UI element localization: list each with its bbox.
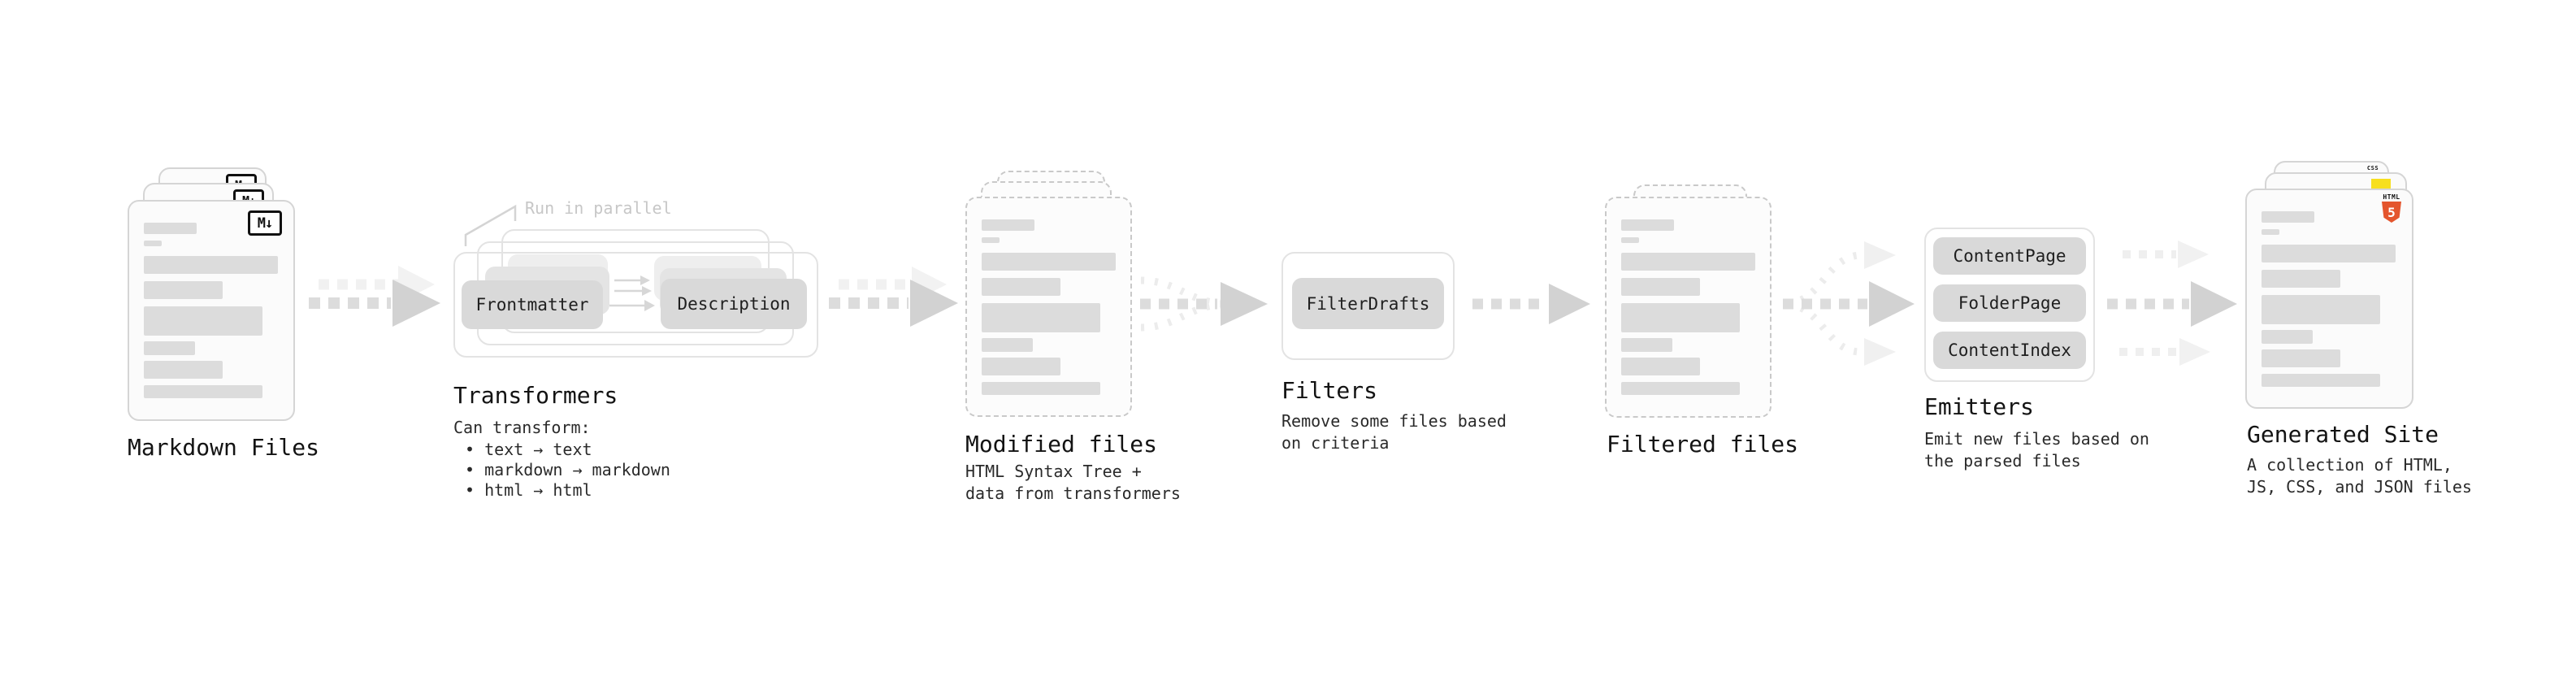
arrow-filtered-to-emitters [1783, 241, 1915, 366]
placeholder-bar [144, 281, 223, 299]
markdown-icon: M↓ [248, 210, 282, 236]
emitters-label: Emitters [1924, 393, 2034, 420]
emitters-frame [1924, 228, 2095, 382]
arrow-modified-to-filters [1140, 276, 1268, 332]
run-in-parallel-note: Run in parallel [525, 198, 672, 218]
emitter-node-folderpage: FolderPage [1933, 284, 2086, 322]
placeholder-bar [982, 358, 1060, 375]
emitters-description-line: Emit new files based on [1924, 429, 2149, 449]
placeholder-bar [2262, 295, 2380, 324]
transformer-node-description: Description [661, 279, 807, 329]
placeholder-bar [1621, 219, 1674, 231]
placeholder-bar [982, 382, 1100, 395]
placeholder-bar [1621, 303, 1740, 332]
placeholder-bar [2262, 330, 2313, 344]
modified-files-description-line: HTML Syntax Tree + [965, 462, 1142, 481]
placeholder-bar [1621, 253, 1755, 271]
modified-files-label: Modified files [965, 431, 1158, 458]
arrow-emitters-to-generated [2107, 241, 2237, 366]
filtered-files-label: Filtered files [1607, 431, 1799, 458]
placeholder-bar [2262, 229, 2279, 235]
transformers-label: Transformers [453, 382, 618, 409]
placeholder-bar [982, 278, 1060, 296]
placeholder-bar [1621, 382, 1740, 395]
document-text-placeholder [144, 223, 278, 398]
generated-site-label: Generated Site [2247, 421, 2439, 448]
filter-node-filterdrafts: FilterDrafts [1292, 278, 1444, 329]
document-text-placeholder [2262, 211, 2396, 387]
arrow-filters-to-filtered [1472, 284, 1590, 324]
document-text-placeholder [982, 219, 1116, 395]
placeholder-bar [1621, 338, 1672, 352]
emitter-node-contentindex: ContentIndex [1933, 332, 2086, 369]
placeholder-bar [982, 338, 1033, 352]
placeholder-bar [2262, 245, 2396, 262]
filters-label: Filters [1281, 377, 1378, 404]
placeholder-bar [144, 223, 197, 234]
transformers-description-title: Can transform: [453, 418, 591, 437]
placeholder-bar [2262, 270, 2340, 288]
placeholder-bar [1621, 278, 1700, 296]
markdown-file-card-front: M↓ [128, 200, 295, 421]
markdown-files-label: Markdown Files [128, 434, 320, 461]
transformer-frame-front [453, 252, 818, 358]
transform-bullet: • text → text [465, 440, 592, 459]
placeholder-bar [144, 306, 262, 336]
generated-site-description-line: JS, CSS, and JSON files [2247, 477, 2472, 497]
modified-file-card-front [965, 197, 1132, 417]
filters-description-line: Remove some files based [1281, 411, 1507, 431]
arrow-markdown-to-transformers [309, 266, 440, 327]
filters-description-line: on criteria [1281, 433, 1390, 453]
placeholder-bar [982, 303, 1100, 332]
placeholder-bar [982, 237, 1000, 243]
placeholder-bar [2262, 211, 2314, 223]
document-text-placeholder [1621, 219, 1755, 395]
placeholder-bar [144, 341, 195, 355]
placeholder-bar [144, 361, 223, 379]
js-file-icon [2371, 179, 2391, 189]
placeholder-bar [1621, 358, 1700, 375]
transform-bullet: • html → html [465, 480, 592, 500]
arrow-transformers-to-modified [829, 267, 958, 327]
filters-frame [1281, 252, 1455, 360]
modified-files-description-line: data from transformers [965, 484, 1181, 503]
html5-icon: HTML 5 [2381, 193, 2402, 223]
placeholder-bar [982, 219, 1034, 231]
transformer-node-frontmatter: Frontmatter [462, 280, 603, 329]
generated-site-description-line: A collection of HTML, [2247, 455, 2452, 475]
placeholder-bar [1621, 237, 1639, 243]
generated-file-card-front: HTML 5 [2245, 189, 2413, 409]
placeholder-bar [2262, 374, 2380, 387]
emitters-description-line: the parsed files [1924, 451, 2081, 471]
transform-bullet: • markdown → markdown [465, 460, 670, 479]
filtered-file-card-front [1605, 197, 1772, 418]
placeholder-bar [144, 256, 278, 274]
placeholder-bar [144, 241, 162, 246]
placeholder-bar [982, 253, 1116, 271]
placeholder-bar [144, 385, 262, 398]
emitter-node-contentpage: ContentPage [1933, 237, 2086, 275]
placeholder-bar [2262, 349, 2340, 367]
